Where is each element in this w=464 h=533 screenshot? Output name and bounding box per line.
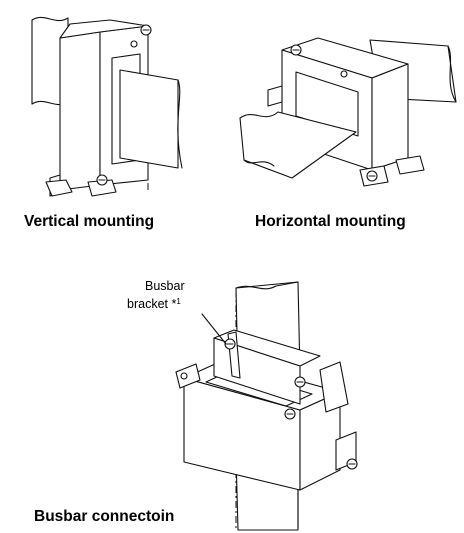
screw-icon — [180, 372, 188, 380]
busbar-bracket-label-text: bracket * — [127, 297, 177, 311]
footnote-marker: 1 — [176, 297, 181, 306]
screw-icon — [340, 70, 348, 78]
screw-icon — [130, 40, 138, 48]
vertical-mounting-caption: Vertical mounting — [24, 213, 155, 230]
horizontal-mounting-caption: Horizontal mounting — [255, 213, 406, 230]
callout-leader-line — [201, 313, 227, 345]
busbar-connection-caption: Busbar connectoin — [34, 508, 175, 525]
busbar-bracket-label-line1: Busbar — [145, 279, 185, 293]
busbar-connection-drawing — [175, 281, 358, 531]
busbar-bracket-label-line2: bracket *1 — [127, 294, 181, 312]
horizontal-mounting-drawing — [239, 37, 457, 187]
vertical-mounting-drawing — [31, 16, 183, 197]
